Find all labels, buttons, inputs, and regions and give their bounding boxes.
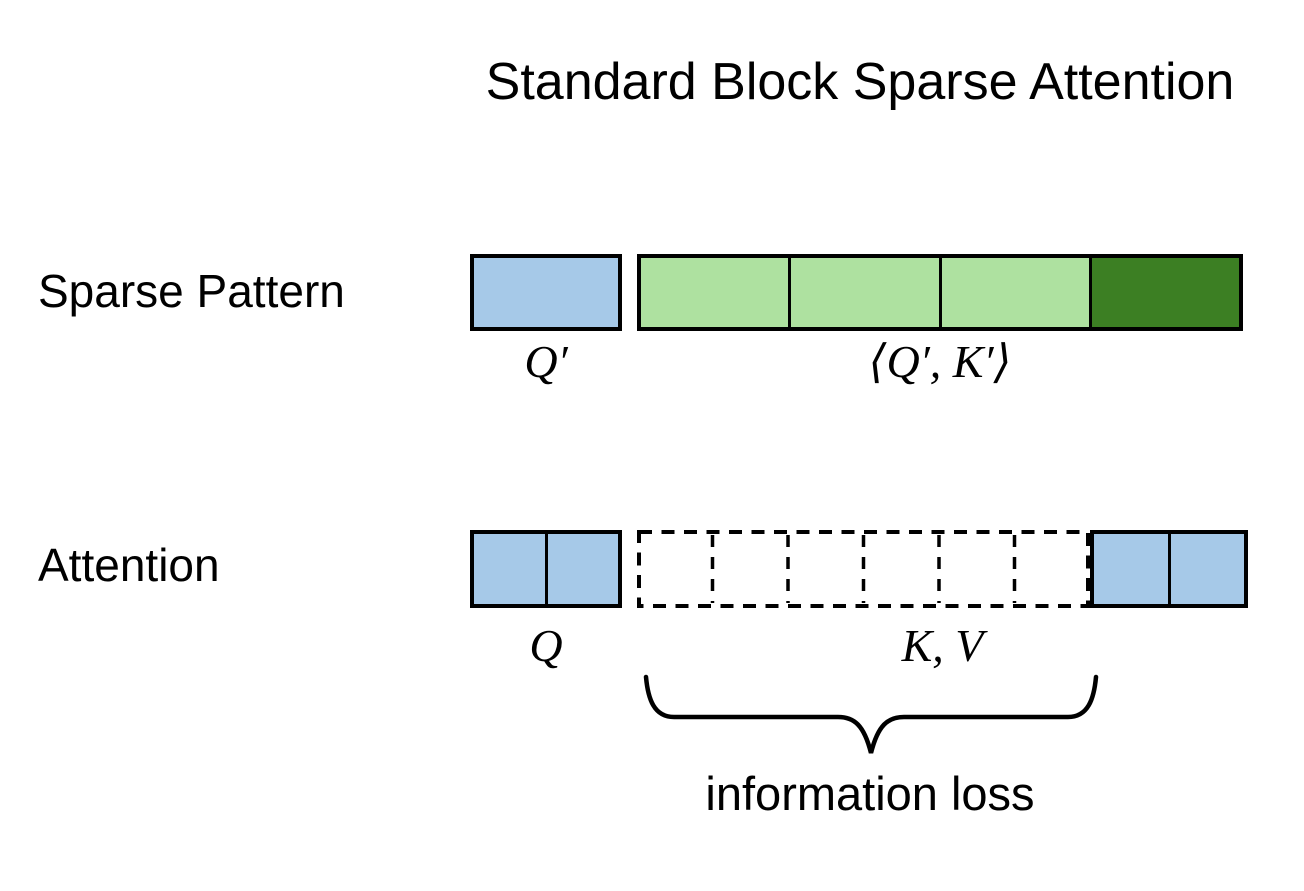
- blue-cell: [474, 534, 545, 604]
- query-prime-label: Q′: [524, 336, 568, 387]
- underbrace-path: [643, 674, 1099, 754]
- dashed-outline: [637, 530, 1090, 608]
- sparse-query-block: [470, 254, 622, 331]
- sparse-pattern-row-label: Sparse Pattern: [38, 265, 345, 317]
- kv-label: K, V: [901, 620, 984, 671]
- skipped-kv-blocks: [637, 530, 1090, 608]
- similarity-score-label: ⟨Q′, K′⟩: [868, 336, 1012, 387]
- information-loss-caption: information loss: [705, 767, 1035, 820]
- query-label: Q: [529, 620, 563, 671]
- dark-green-cell: [1088, 258, 1239, 327]
- underbrace: [643, 674, 1099, 754]
- blue-cell: [1167, 534, 1244, 604]
- blue-cell: [1094, 534, 1168, 604]
- attention-row-label: Attention: [38, 539, 220, 591]
- light-green-cell: [788, 258, 939, 327]
- attention-kv-block: [1090, 530, 1248, 608]
- diagram-title: Standard Block Sparse Attention: [485, 53, 1235, 111]
- light-green-cell: [641, 258, 789, 327]
- blue-cell: [474, 258, 618, 327]
- light-green-cell: [938, 258, 1089, 327]
- blue-cell: [544, 534, 618, 604]
- attention-query-block: [470, 530, 622, 608]
- sparse-score-blocks: [637, 254, 1243, 331]
- dashed-dividers: [710, 535, 1017, 603]
